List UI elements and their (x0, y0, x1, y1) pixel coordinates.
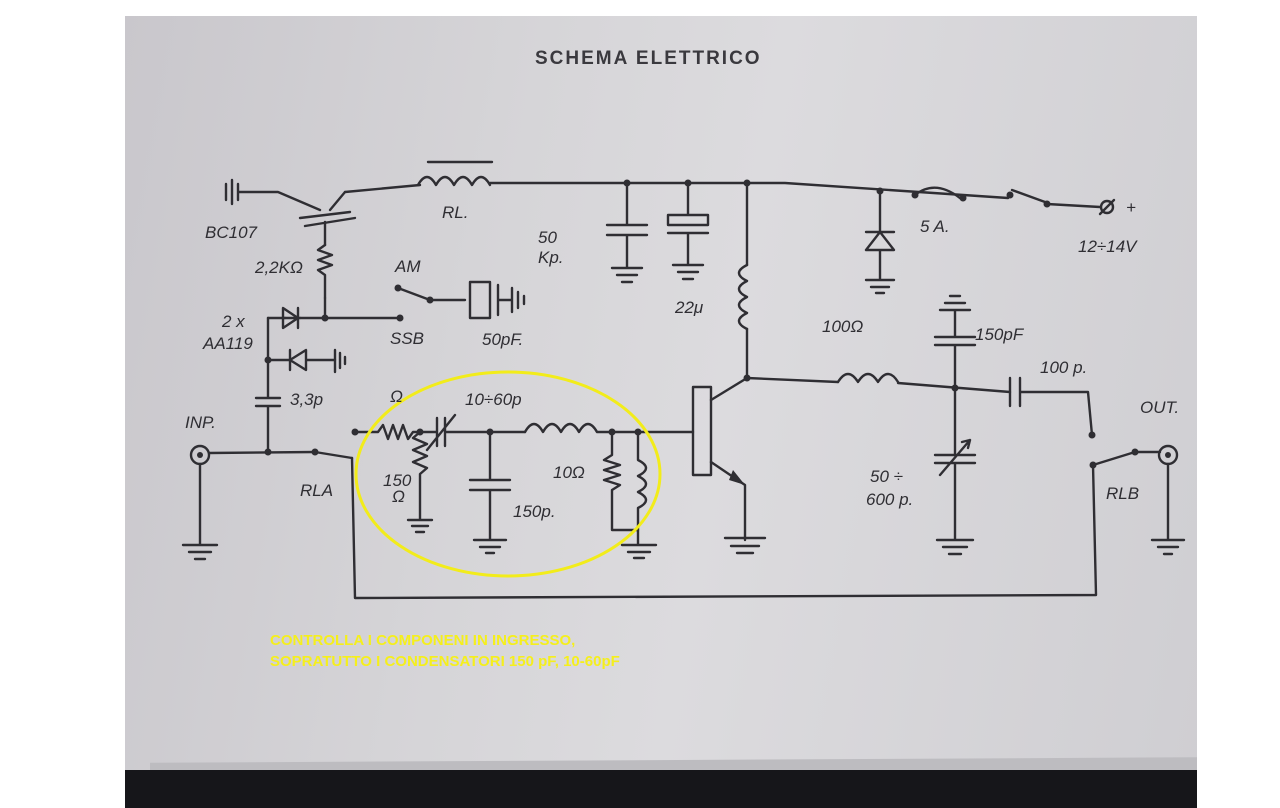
output-ground (1150, 462, 1186, 556)
choke-inductor (737, 263, 749, 331)
output-transistor-body (691, 385, 713, 477)
label-plus: + (1126, 198, 1136, 217)
output-transistor-collector (709, 376, 749, 402)
resistor-2k2 (316, 243, 334, 300)
label-150p: 150p. (513, 502, 556, 521)
label-10-ohm: 10Ω (553, 463, 585, 482)
diode-ground (333, 348, 347, 374)
label-150: 150 (383, 471, 412, 490)
cap-150pf-out (933, 294, 977, 390)
label-2x: 2 x (221, 312, 245, 331)
label-50: 50 (538, 228, 557, 247)
label-10-60p: 10÷60p (465, 390, 522, 409)
label-am: AM (394, 257, 421, 276)
fuse-symbol (913, 186, 962, 200)
cap-22u (666, 181, 710, 281)
wire-input (207, 450, 317, 455)
output-transistor-emitter (709, 460, 767, 555)
bc107-ground (224, 178, 322, 212)
protection-diode (864, 189, 896, 295)
label-50-600-b: 600 p. (866, 490, 913, 509)
rla-contact (313, 450, 354, 460)
supply-terminal (1099, 199, 1115, 215)
resistor-input (353, 423, 422, 441)
annotation-note: CONTROLLA I COMPONENI IN INGRESSO, SOPRA… (270, 630, 620, 672)
relay-coil-inductor (416, 175, 492, 187)
cap-50pf (428, 280, 526, 320)
wire-out-l (745, 376, 840, 384)
label-input: INP. (185, 413, 216, 432)
label-rl: RL. (442, 203, 468, 222)
annotation-line-1: CONTROLLA I COMPONENI IN INGRESSO, (270, 632, 576, 649)
label-2k2: 2,2KΩ (254, 258, 303, 277)
label-100-ohm: 100Ω (822, 317, 863, 336)
input-inductor (523, 422, 695, 434)
inductor-100 (836, 372, 900, 384)
label-ssb: SSB (390, 329, 424, 348)
label-aa119: AA119 (202, 334, 253, 353)
label-output: OUT. (1140, 398, 1179, 417)
trimmer-50-600 (933, 386, 977, 556)
label-50pf: 50pF. (482, 330, 523, 349)
label-rlb: RLB (1106, 484, 1139, 503)
label-res-input: Ω (390, 387, 403, 406)
wire-top-left (343, 183, 422, 194)
input-ground (181, 462, 219, 561)
annotation-line-2: SOPRATUTTO I CONDENSATORI 150 pF, 10-60p… (270, 653, 620, 670)
label-3p3: 3,3p (290, 390, 323, 409)
label-supply: 12÷14V (1078, 237, 1138, 256)
bypass-wire (350, 456, 1098, 600)
highlight-ellipse (354, 370, 662, 578)
rlb-contact (1091, 450, 1137, 467)
resistor-10 (602, 430, 640, 532)
power-switch (1010, 188, 1047, 204)
photo-dark-strip (125, 770, 1197, 808)
input-tank-inductor (620, 430, 658, 560)
wire-supply (1045, 202, 1102, 209)
label-fuse: 5 A. (920, 217, 950, 236)
diagram-title: SCHEMA ELETTRICO (535, 48, 762, 69)
cap-50kp (605, 181, 649, 284)
trimmer-10-60 (418, 413, 527, 452)
wire-diode-node (298, 296, 327, 320)
resistor-150 (406, 430, 434, 534)
cap-3p3 (254, 358, 282, 454)
bc107-collector (328, 190, 347, 212)
label-rla: RLA (300, 481, 333, 500)
cap-100p (1008, 376, 1094, 437)
am-ssb-switch (396, 286, 432, 302)
label-150-unit: Ω (392, 487, 405, 506)
label-bc107: BC107 (205, 223, 258, 242)
label-100p: 100 p. (1040, 358, 1087, 377)
wire-top-rail (488, 181, 1010, 200)
label-50-600-a: 50 ÷ (870, 467, 903, 486)
diode-aa119-2 (266, 348, 337, 372)
label-kp: Kp. (538, 248, 564, 267)
schematic-photo (125, 16, 1197, 808)
cap-150p-in (468, 430, 512, 555)
label-150pf: 150pF (975, 325, 1025, 344)
bc107-base-bar (298, 210, 357, 228)
label-22u: 22μ (674, 298, 704, 317)
